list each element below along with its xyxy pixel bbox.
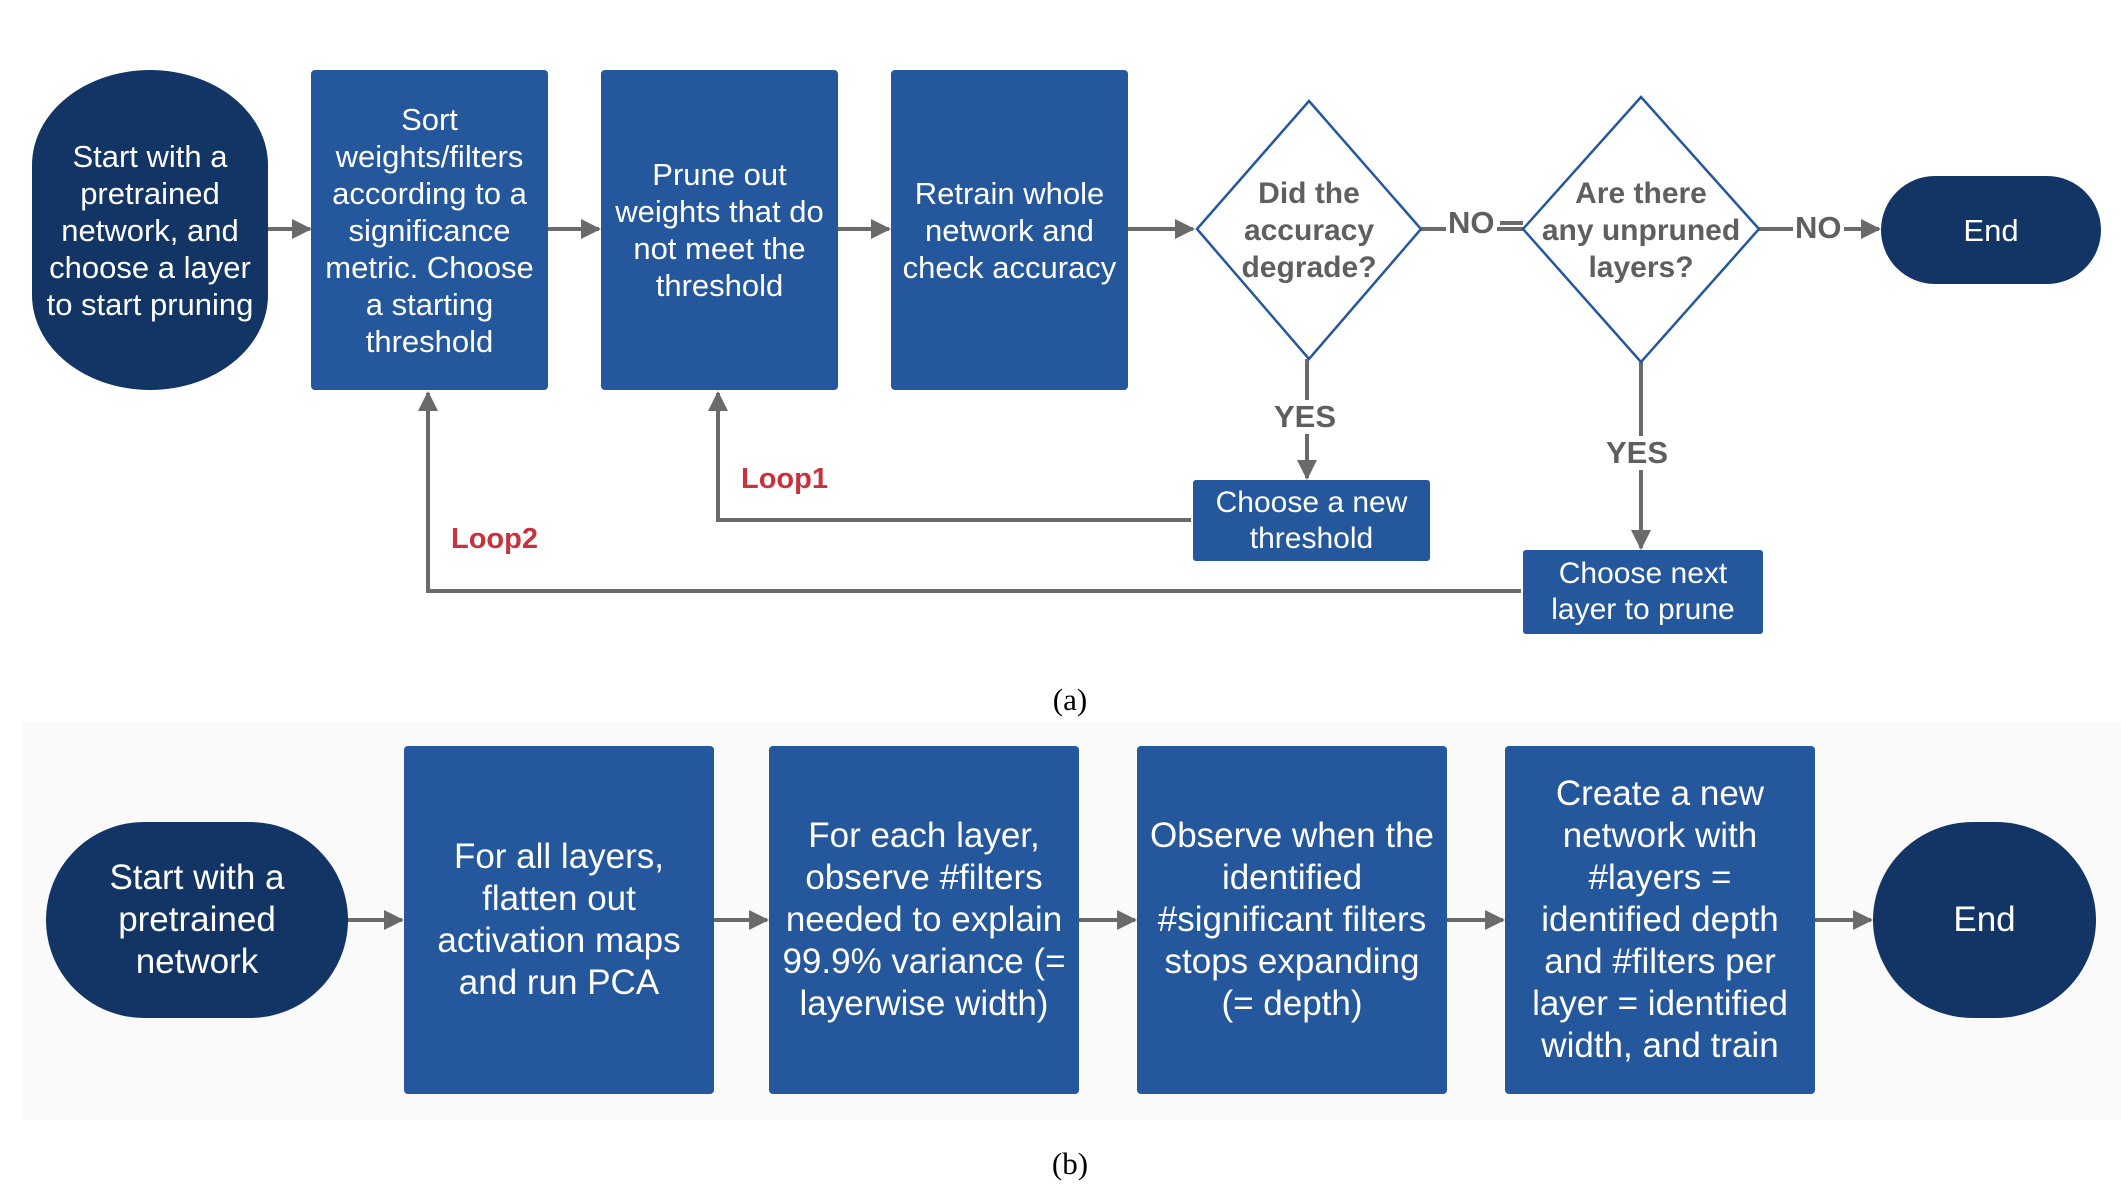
depth-label: Observe when the identified #significant… xyxy=(1149,816,1435,1023)
end-node-a-label: End xyxy=(1963,212,2019,248)
start-node-a: Start with a pretrained network, and cho… xyxy=(32,70,268,390)
decision-layers-label: Are there any unpruned layers? xyxy=(1541,176,1741,284)
loop2-label: Loop2 xyxy=(451,523,538,555)
decision-accuracy-label: Did the accuracy degrade? xyxy=(1241,176,1377,284)
end-node-b-label: End xyxy=(1953,900,2016,939)
layer-width-node: For each layer, observe #filters needed … xyxy=(769,746,1079,1094)
edge-loop2 xyxy=(418,391,1521,593)
retrain-label: Retrain whole network and check accuracy xyxy=(902,175,1117,285)
pca-label: For all layers, flatten out activation m… xyxy=(437,837,681,1002)
prune-weights-label: Prune out weights that do not meet the t… xyxy=(615,157,824,303)
no-label-accuracy: NO xyxy=(1446,205,1497,240)
edge-loop1 xyxy=(708,391,1191,522)
new-threshold-label: Choose a new threshold xyxy=(1215,485,1408,555)
depth-node: Observe when the identified #significant… xyxy=(1137,746,1447,1094)
next-layer-label: Choose next layer to prune xyxy=(1551,557,1735,626)
new-network-label: Create a new network with #layers = iden… xyxy=(1532,774,1788,1065)
start-node-b-label: Start with a pretrained network xyxy=(109,858,285,981)
yes-label-layers: YES xyxy=(1604,435,1671,470)
yes-label-accuracy: YES xyxy=(1272,399,1339,434)
next-layer-node: Choose next layer to prune xyxy=(1523,550,1763,634)
new-network-node: Create a new network with #layers = iden… xyxy=(1505,746,1815,1094)
no-label-layers: NO xyxy=(1793,210,1844,245)
loop1-label: Loop1 xyxy=(741,463,828,495)
sort-weights-node: Sort weights/filters according to a sign… xyxy=(311,70,548,390)
new-threshold-node: Choose a new threshold xyxy=(1193,480,1430,561)
retrain-node: Retrain whole network and check accuracy xyxy=(891,70,1128,390)
sort-weights-label: Sort weights/filters according to a sign… xyxy=(325,101,534,359)
start-node-b: Start with a pretrained network xyxy=(46,822,348,1018)
end-node-b: End xyxy=(1873,822,2096,1018)
decision-layers-diamond xyxy=(1521,95,1761,364)
caption-a: (a) xyxy=(1052,682,1088,717)
decision-accuracy-diamond xyxy=(1195,99,1423,361)
prune-weights-node: Prune out weights that do not meet the t… xyxy=(601,70,838,390)
start-node-a-label: Start with a pretrained network, and cho… xyxy=(46,138,254,322)
end-node-a: End xyxy=(1881,176,2101,284)
caption-b: (b) xyxy=(1051,1146,1089,1181)
layer-width-label: For each layer, observe #filters needed … xyxy=(782,816,1066,1023)
pca-node: For all layers, flatten out activation m… xyxy=(404,746,714,1094)
